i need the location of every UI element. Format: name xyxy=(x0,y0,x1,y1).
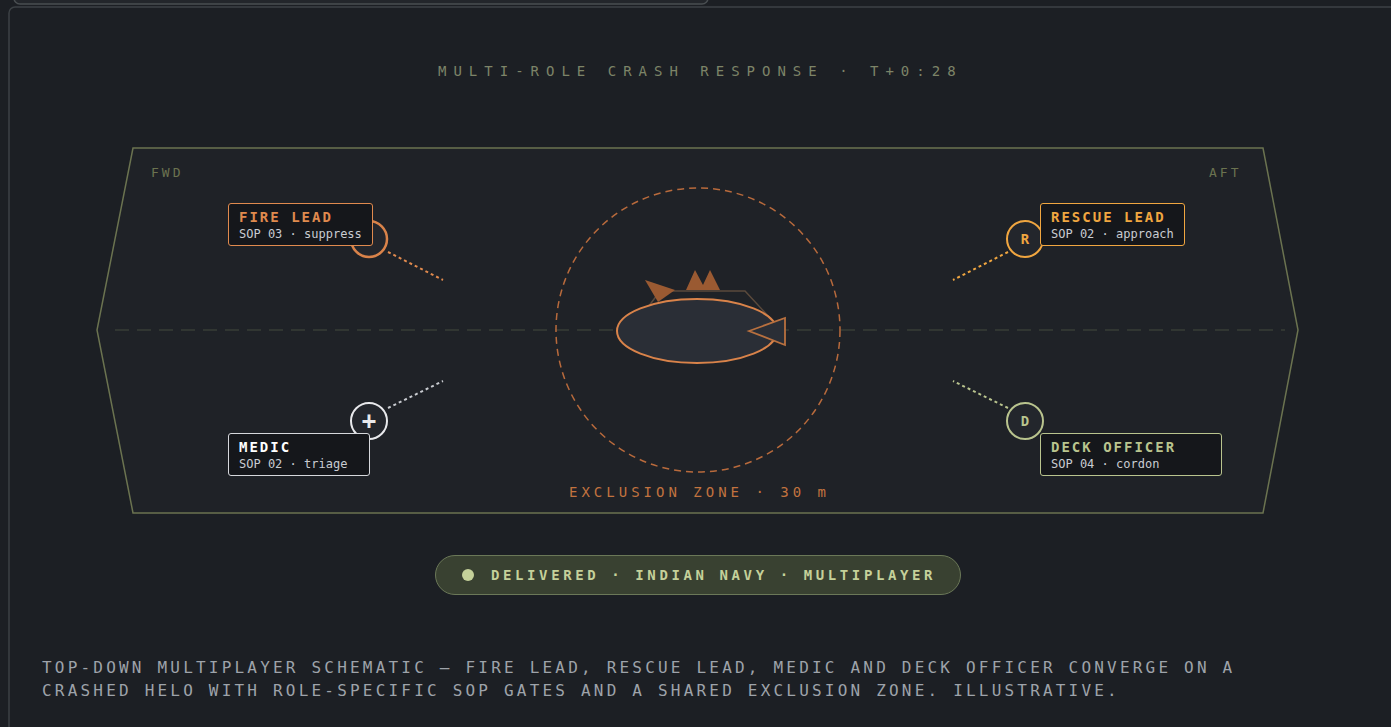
status-dot xyxy=(462,569,474,581)
exclusion-ring xyxy=(556,188,840,472)
panel xyxy=(9,7,1391,727)
title: MULTI-ROLE CRASH RESPONSE · T+0:28 xyxy=(438,63,963,79)
exclusion-zone: EXCLUSION ZONE · 30 m xyxy=(556,188,840,472)
caption: TOP-DOWN MULTIPLAYER SCHEMATIC — FIRE LE… xyxy=(42,656,1292,702)
sop-gate: SOP 02 · approach xyxy=(1051,226,1174,242)
role-title: FIRE LEAD xyxy=(239,208,362,226)
status-text: DELIVERED · INDIAN NAVY · MULTIPLAYER xyxy=(491,567,936,583)
deck-end-label: FWD xyxy=(151,165,183,180)
sop-gate: SOP 02 · triage xyxy=(239,456,359,472)
marker-letter: R xyxy=(1021,231,1029,247)
role-marker: R xyxy=(1006,220,1044,258)
crashed-helo xyxy=(617,270,785,363)
status-pill: DELIVERED · INDIAN NAVY · MULTIPLAYER xyxy=(435,555,961,595)
marker-letter: + xyxy=(362,409,376,433)
role-title: DECK OFFICER xyxy=(1051,438,1211,456)
top-tab xyxy=(14,0,708,4)
role-marker: D xyxy=(1006,402,1044,440)
sop-gate: SOP 03 · suppress xyxy=(239,226,362,242)
deck-outline xyxy=(97,148,1298,513)
role-card: DECK OFFICERSOP 04 · cordon xyxy=(1040,433,1222,476)
role-card: FIRE LEADSOP 03 · suppress xyxy=(228,203,373,246)
role-card: MEDICSOP 02 · triage xyxy=(228,433,370,476)
deck-end-label: AFT xyxy=(1209,165,1241,180)
sop-gate: SOP 04 · cordon xyxy=(1051,456,1211,472)
marker-letter: D xyxy=(1021,413,1029,429)
leader-lines xyxy=(388,252,1008,408)
role-title: MEDIC xyxy=(239,438,359,456)
role-title: RESCUE LEAD xyxy=(1051,208,1174,226)
zone-label: EXCLUSION ZONE · 30 m xyxy=(569,484,830,500)
role-card: RESCUE LEADSOP 02 · approach xyxy=(1040,203,1185,246)
